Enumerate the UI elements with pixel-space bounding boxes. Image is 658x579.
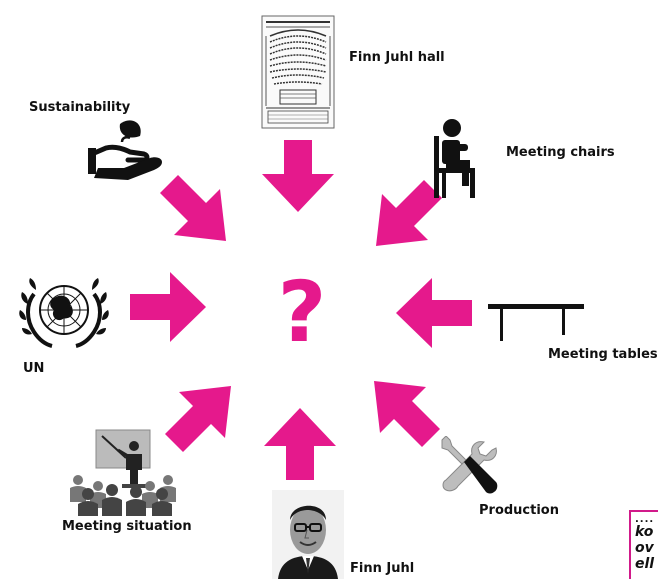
arrow-from-production <box>374 381 440 447</box>
center-question-mark: ? <box>277 263 327 361</box>
corner-note-card: .... ko ov ell <box>629 510 658 579</box>
hand-with-leaf-icon <box>88 120 162 180</box>
sustainability-label: Sustainability <box>29 100 131 115</box>
meeting-situation-label: Meeting situation <box>62 519 192 534</box>
corner-note-line-2: ov <box>635 540 654 556</box>
meeting-tables-label: Meeting tables <box>548 347 658 362</box>
corner-note-line-1: ko <box>635 524 654 540</box>
production-label: Production <box>479 503 559 518</box>
table-icon <box>488 304 584 341</box>
arrow-from-meeting-chairs <box>376 180 442 246</box>
un-emblem-icon <box>19 278 109 348</box>
arrow-from-finn-juhl-hall <box>262 140 334 212</box>
arrow-from-sustainability <box>160 175 226 241</box>
arrow-from-meeting-situation <box>165 386 231 452</box>
corner-note-line-3: ell <box>635 556 655 572</box>
presentation-audience-icon <box>70 429 176 516</box>
un-label: UN <box>23 361 45 376</box>
finn-juhl-hall-label: Finn Juhl hall <box>349 50 445 65</box>
wrench-and-screwdriver-icon <box>441 436 498 494</box>
meeting-chairs-label: Meeting chairs <box>506 145 615 160</box>
arrow-from-finn-juhl <box>264 408 336 480</box>
corner-note-dots: .... <box>635 514 655 525</box>
arrow-from-un <box>130 272 206 342</box>
finn-juhl-label: Finn Juhl <box>350 561 415 576</box>
arrow-from-meeting-tables <box>396 278 472 348</box>
person-seated-in-chair-icon <box>434 119 475 198</box>
finn-juhl-portrait <box>272 490 344 579</box>
auditorium-floorplan-icon <box>261 15 335 129</box>
